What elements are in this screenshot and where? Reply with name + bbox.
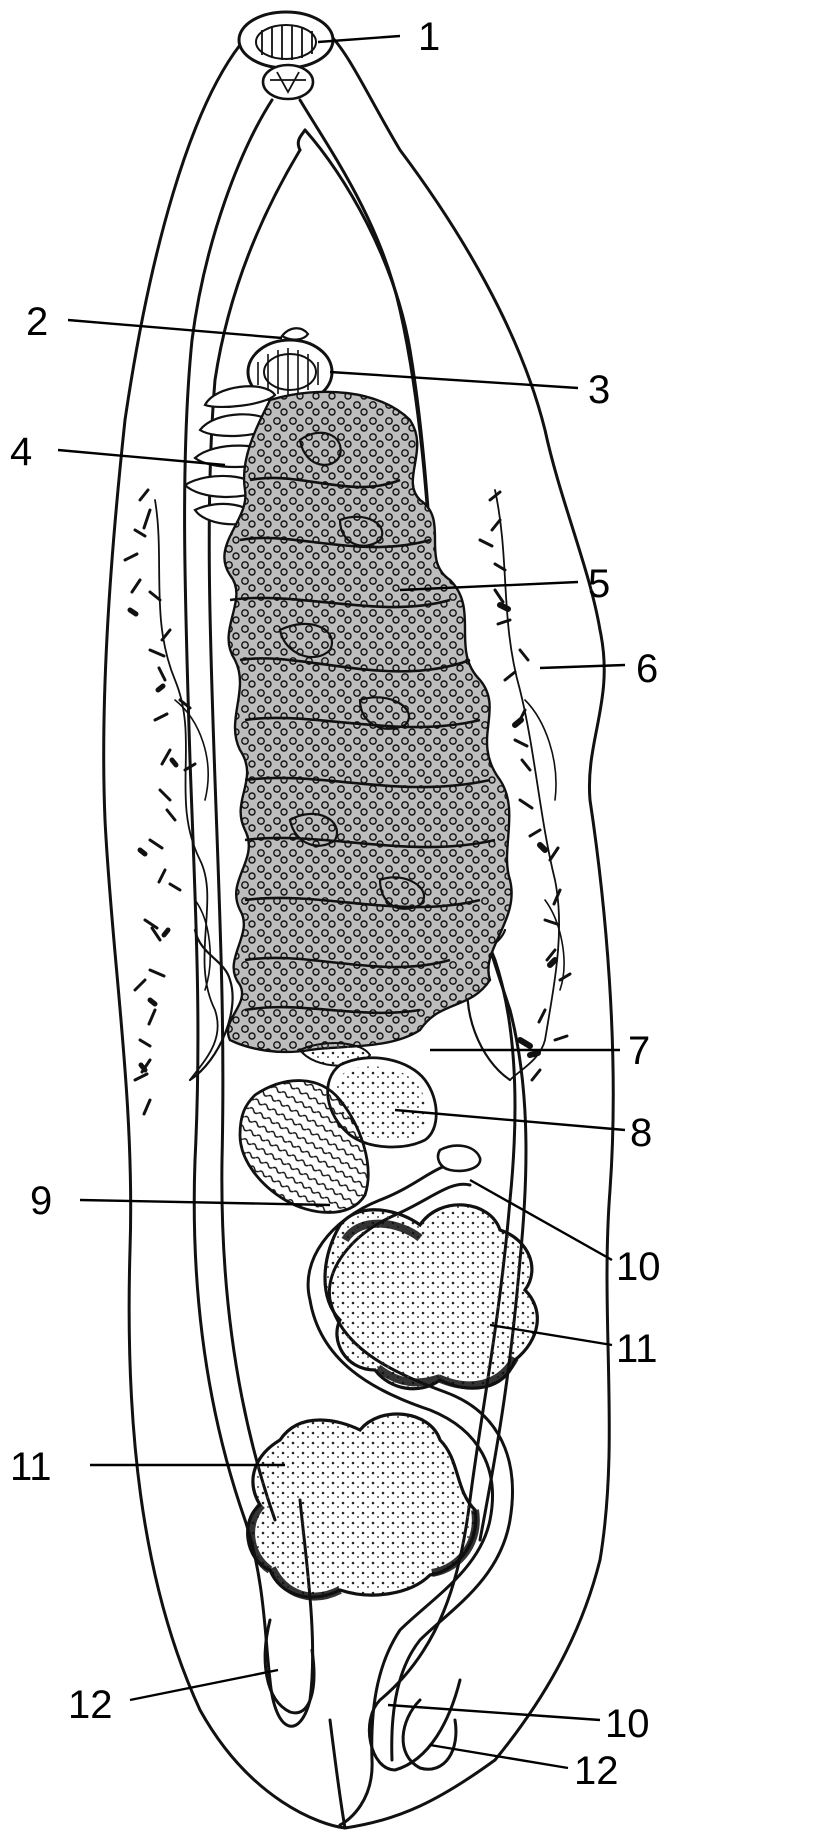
label-1: 1	[418, 15, 440, 59]
intestine-tip	[298, 130, 305, 150]
vitellaria-left	[125, 490, 218, 1114]
excretory-canal	[330, 1720, 345, 1828]
label-11-left: 11	[10, 1445, 52, 1489]
label-3: 3	[588, 368, 610, 412]
genital-pore	[282, 328, 308, 339]
label-10-lower: 10	[605, 1702, 650, 1746]
label-9: 9	[30, 1179, 52, 1223]
label-12-right: 12	[574, 1749, 619, 1793]
pharynx	[263, 65, 313, 99]
label-7: 7	[628, 1029, 650, 1073]
label-12-left: 12	[68, 1683, 113, 1727]
label-2: 2	[26, 300, 48, 344]
label-10-upper: 10	[616, 1245, 661, 1289]
label-5: 5	[588, 562, 610, 606]
oral-sucker	[239, 12, 333, 68]
uterus	[224, 392, 511, 1052]
label-11-right: 11	[616, 1327, 658, 1371]
vas-deferens-cap	[438, 1146, 480, 1171]
label-8: 8	[630, 1111, 652, 1155]
label-4: 4	[10, 430, 32, 474]
label-6: 6	[636, 647, 658, 691]
